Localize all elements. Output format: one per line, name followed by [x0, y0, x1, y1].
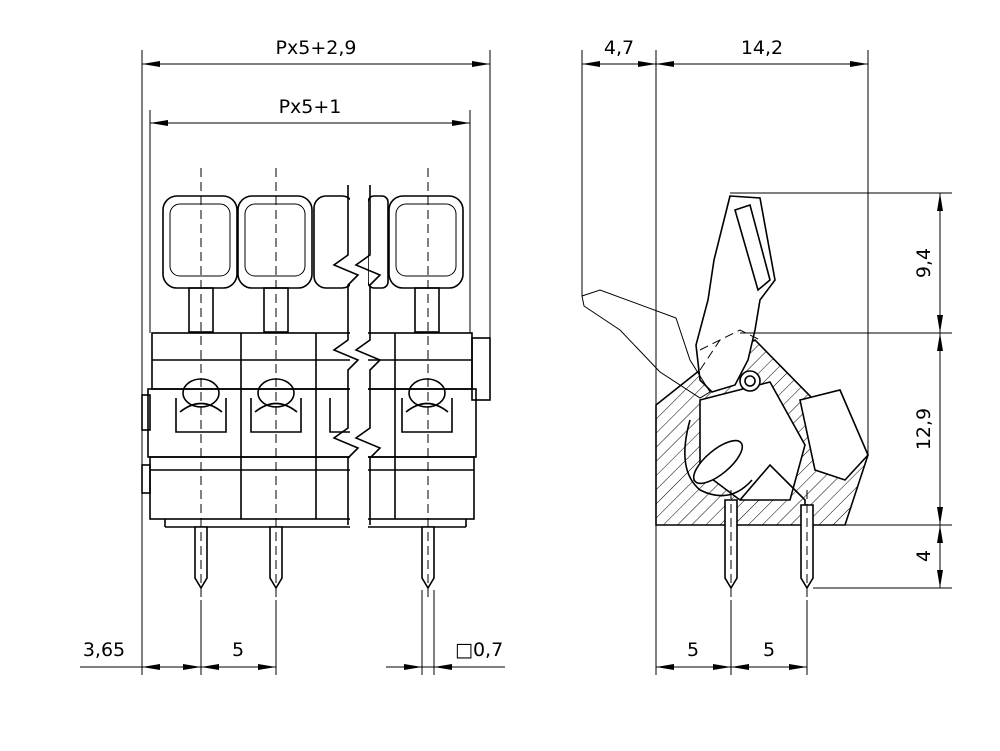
side-lever: [695, 195, 776, 393]
side-view: 4,7 14,2 9,4 12,9 4 5 5: [581, 37, 952, 675]
overall-width-label: Px5+2,9: [276, 37, 357, 59]
dim-bottom-front: 3,65 5: [80, 639, 276, 670]
break-gap: [332, 180, 382, 530]
pin-length-label: 4: [913, 550, 935, 562]
front-pins: [194, 526, 435, 590]
dim-pin-size: □0,7: [386, 639, 505, 670]
clamp-springs: [175, 378, 453, 433]
dim-inner-width: Px5+1: [150, 96, 470, 126]
lever-buttons: [162, 195, 464, 289]
body-height-label: 12,9: [913, 408, 935, 450]
pivot-pin: [739, 370, 761, 392]
front-centerlines: [200, 168, 429, 600]
pitch-front-label: 5: [232, 639, 244, 661]
lever-height-label: 9,4: [913, 248, 935, 278]
housing-body: [141, 332, 491, 528]
dim-side-vertical: 9,4 12,9 4: [913, 193, 943, 588]
inner-width-label: Px5+1: [279, 96, 342, 118]
side-pitch-1-label: 5: [687, 639, 699, 661]
side-depth-main-label: 14,2: [741, 37, 783, 59]
dim-side-top: 4,7 14,2: [582, 37, 868, 67]
side-pitch-2-label: 5: [763, 639, 775, 661]
pin-size-label: □0,7: [455, 639, 503, 661]
left-offset-label: 3,65: [83, 639, 125, 661]
front-view: Px5+2,9 Px5+1 3,65 5 □0,7: [80, 37, 505, 675]
lever-stems: [188, 287, 440, 333]
dim-overall-width: Px5+2,9: [142, 37, 490, 67]
side-depth-front-label: 4,7: [604, 37, 634, 59]
front-extension-lines: [141, 50, 491, 675]
dim-side-bottom: 5 5: [656, 639, 807, 670]
side-extension-lines: [581, 50, 952, 675]
